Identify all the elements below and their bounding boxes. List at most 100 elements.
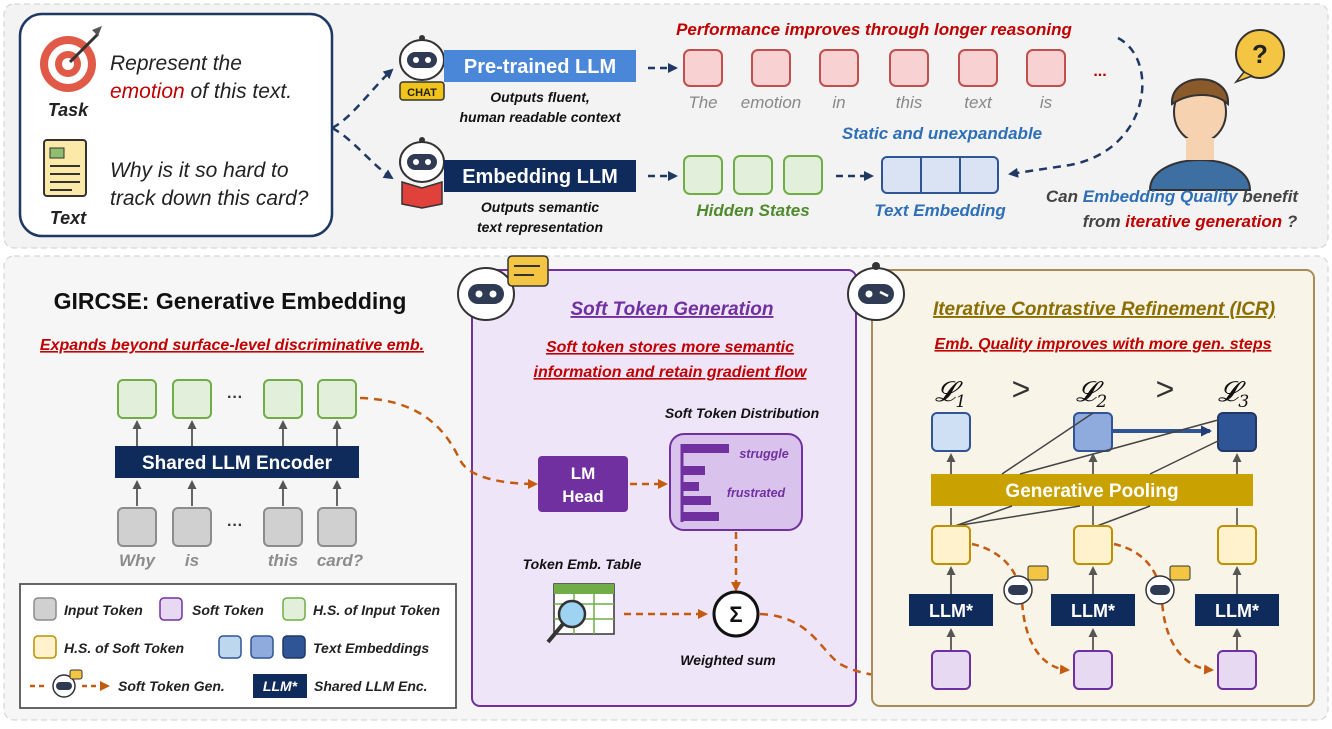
legend-soft-token-gen: Soft Token Gen.	[118, 678, 225, 694]
soft-token-robot-icon	[457, 255, 549, 321]
dist-word-frustrated: frustrated	[727, 486, 786, 500]
embedding-step-3	[1217, 412, 1257, 452]
question-mark: ?	[1252, 39, 1268, 69]
text-sample-line1: Why is it so hard to	[110, 159, 289, 182]
input-token-3	[263, 507, 303, 547]
token-box-3	[819, 49, 859, 87]
question-1a: Can	[1046, 187, 1083, 206]
legend-llm-box	[253, 674, 307, 698]
legend-soft-token-swatch	[159, 597, 183, 621]
arrow-feedback	[1008, 36, 1144, 178]
token-word-6: is	[1040, 93, 1053, 112]
gen-arrow-1	[971, 542, 1070, 675]
output-dots: ···	[227, 389, 243, 406]
llm-star-1	[909, 594, 993, 626]
legend-soft-token: Soft Token	[192, 602, 264, 618]
distribution-bar-5	[683, 512, 719, 521]
input-word-1: Why	[119, 551, 156, 570]
soft-token-1	[931, 650, 971, 690]
soft-token-3	[1217, 650, 1257, 690]
hidden-state-2	[733, 155, 773, 195]
input-token-4	[317, 507, 357, 547]
hidden-states-label: Hidden States	[696, 201, 809, 220]
legend-hs-soft: H.S. of Soft Token	[64, 640, 184, 656]
chat-robot-icon	[399, 35, 445, 101]
loss-1-sub: 1	[955, 392, 966, 412]
token-box-4	[889, 49, 929, 87]
arrow-to-pretrained	[331, 68, 394, 130]
embedding-step-2	[1073, 412, 1113, 452]
distribution-bars	[683, 444, 729, 521]
task-label: Task	[48, 100, 89, 120]
input-token-2	[172, 507, 212, 547]
text-embedding-label: Text Embedding	[874, 201, 1006, 220]
token-table-title: Token Emb. Table	[523, 556, 642, 572]
encoder-output-4	[317, 379, 357, 419]
legend-emb-swatch-1	[218, 635, 242, 659]
token-box-6	[1026, 49, 1066, 87]
input-word-2: is	[185, 551, 199, 570]
llm-star-2-label: LLM*	[1071, 601, 1115, 621]
token-box-1	[683, 49, 723, 87]
legend-llm-label: LLM*	[263, 678, 298, 694]
icr-robot-icon	[847, 262, 905, 321]
soft-token-title: Soft Token Generation	[570, 299, 773, 320]
token-word-5: text	[964, 93, 993, 112]
token-table-icon	[546, 583, 615, 644]
token-word-1: The	[688, 93, 717, 112]
input-word-4: card?	[317, 551, 364, 570]
pretrained-llm-box	[444, 50, 636, 82]
encoder-output-2	[172, 379, 212, 419]
task-text-line1: Represent the	[110, 52, 242, 75]
input-token-1	[117, 507, 157, 547]
shared-llm-encoder-label: Shared LLM Encoder	[142, 453, 333, 474]
embedding-step-1	[931, 412, 971, 452]
text-label: Text	[50, 208, 87, 228]
legend-emb-swatch-2	[250, 635, 274, 659]
embedding-desc-1: Outputs semantic	[481, 199, 599, 215]
soft-hidden-state-1	[931, 525, 971, 565]
pretrained-llm-label: Pre-trained LLM	[464, 56, 616, 78]
question-embedding-quality: Embedding Quality	[1083, 187, 1239, 206]
hidden-state-3	[783, 155, 823, 195]
legend-text-embeddings: Text Embeddings	[313, 640, 429, 656]
distribution-bar-4	[683, 496, 711, 505]
encoder-output-row	[117, 379, 357, 419]
text-embedding-box	[881, 156, 999, 194]
legend-robot-icon	[52, 669, 83, 698]
icr-title: Iterative Contrastive Refinement (ICR)	[933, 299, 1275, 320]
soft-hidden-state-3	[1217, 525, 1257, 565]
loss-3-sub: 3	[1238, 392, 1249, 412]
token-box-2	[751, 49, 791, 87]
pretrained-desc-1: Outputs fluent,	[490, 89, 590, 105]
token-ellipsis: ...	[1093, 63, 1106, 80]
question-line-2: from iterative generation ?	[1083, 212, 1298, 231]
chat-badge: CHAT	[407, 87, 437, 99]
soft-hidden-state-2	[1073, 525, 1113, 565]
soft-token-2	[1073, 650, 1113, 690]
target-icon	[40, 26, 102, 92]
thinking-person-icon	[1148, 29, 1285, 191]
embedding-desc-2: text representation	[477, 219, 603, 235]
icr-note: Emb. Quality improves with more gen. ste…	[935, 336, 1272, 353]
legend-input-token-swatch	[33, 597, 57, 621]
task-text-rest: of this text.	[185, 80, 292, 103]
lm-head-label-1: LM	[571, 464, 596, 483]
embedding-llm-label: Embedding LLM	[462, 166, 618, 188]
gen-arrow-2	[1113, 542, 1214, 675]
pooling-connections	[950, 412, 1238, 527]
question-2a: from	[1083, 212, 1126, 231]
legend-hs-input-swatch	[282, 597, 306, 621]
llm-star-3-label: LLM*	[1215, 601, 1259, 621]
question-1c: benefit	[1238, 187, 1300, 206]
encoder-output-3	[263, 379, 303, 419]
question-iterative-generation: iterative generation	[1125, 212, 1282, 231]
question-2c: ?	[1282, 212, 1298, 231]
gircse-title: GIRCSE: Generative Embedding	[54, 288, 407, 314]
distribution-bar-2	[683, 466, 705, 475]
gen-robot-icon-1	[1003, 565, 1049, 605]
question-line-1: Can Embedding Quality benefit	[1046, 187, 1300, 206]
